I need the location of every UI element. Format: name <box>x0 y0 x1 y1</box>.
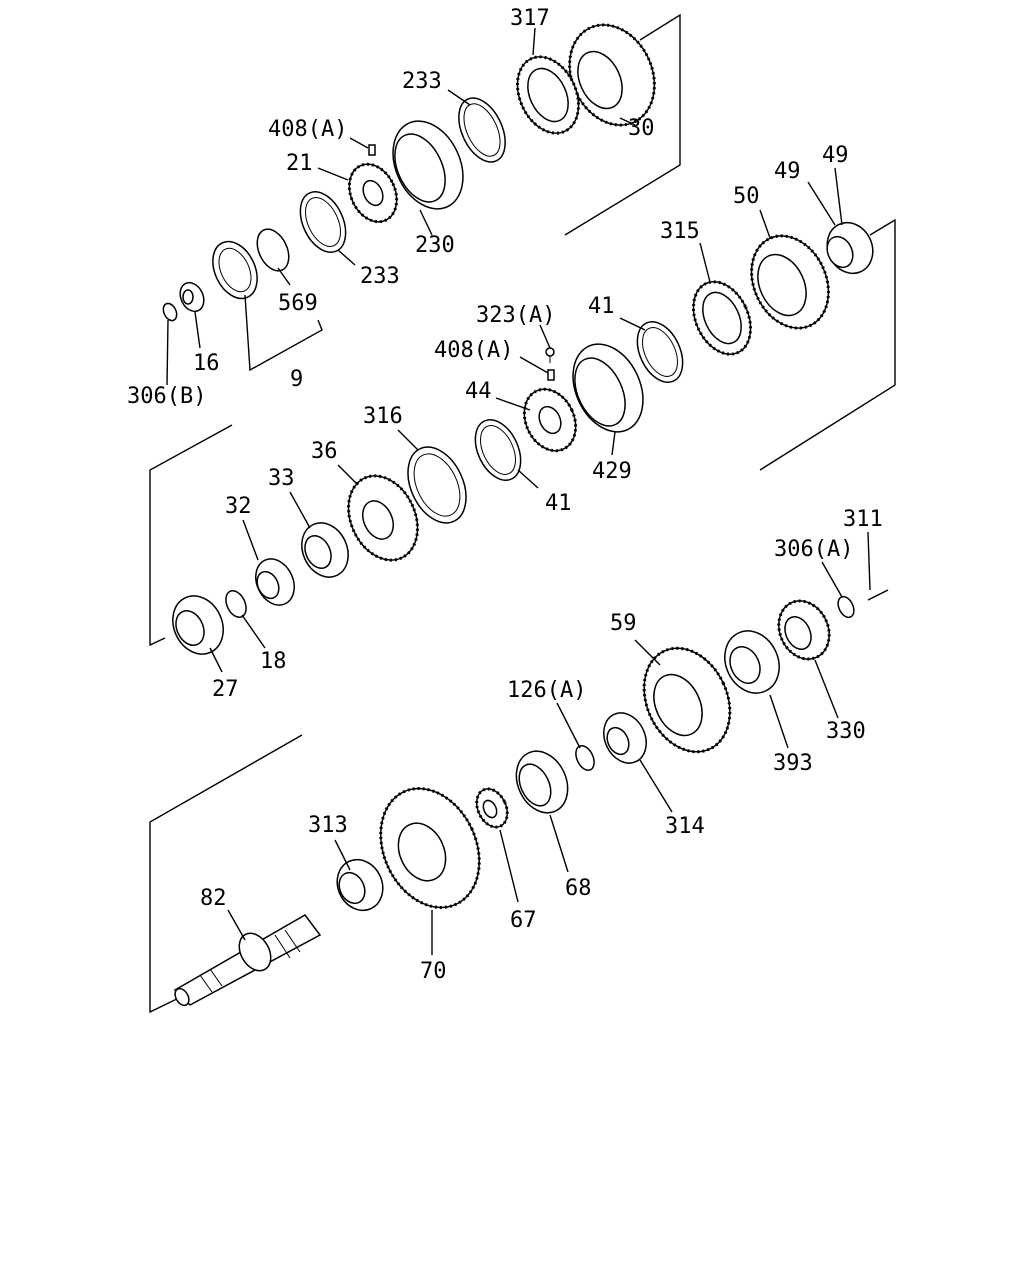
label-408a-upper: 408(A) <box>268 117 347 142</box>
ring-233-lower <box>299 191 347 253</box>
spring-408a-upper <box>368 144 376 156</box>
gear-330 <box>777 599 831 661</box>
label-306a: 306(A) <box>774 537 853 562</box>
label-306b: 306(B) <box>127 384 206 409</box>
gear-70 <box>379 787 481 909</box>
ring-41-lower <box>474 419 522 481</box>
label-408a-lower: 408(A) <box>434 338 513 363</box>
label-27: 27 <box>212 677 239 702</box>
label-323a: 323(A) <box>476 303 555 328</box>
label-393: 393 <box>773 751 813 776</box>
sleeve-429 <box>572 343 644 433</box>
label-126a: 126(A) <box>507 678 586 703</box>
label-311: 311 <box>843 507 883 532</box>
label-316: 316 <box>363 404 403 429</box>
label-429: 429 <box>592 459 632 484</box>
ring-233-upper <box>458 97 506 163</box>
label-315: 315 <box>660 219 700 244</box>
label-317: 317 <box>510 6 550 31</box>
pin-311 <box>867 589 889 601</box>
label-59: 59 <box>610 611 637 636</box>
label-50: 50 <box>733 184 760 209</box>
label-9: 9 <box>290 367 303 392</box>
leader-lines <box>166 27 871 955</box>
label-41-upper: 41 <box>588 294 615 319</box>
gear-50 <box>750 234 830 330</box>
label-30: 30 <box>628 116 655 141</box>
group-brackets <box>149 13 896 1014</box>
mainshaft-82 <box>173 914 322 1007</box>
ring-569 <box>256 228 290 272</box>
label-41-lower: 41 <box>545 491 572 516</box>
ring-9 <box>212 240 258 300</box>
hub-44 <box>522 387 578 453</box>
spring-408a-lower <box>547 369 555 381</box>
ring-41-upper <box>636 321 684 383</box>
label-44: 44 <box>465 379 492 404</box>
label-32: 32 <box>225 494 252 519</box>
synchro-ring-315 <box>691 280 753 356</box>
label-18: 18 <box>260 649 287 674</box>
snap-ring-306b <box>162 302 178 322</box>
ball-323a <box>545 347 555 363</box>
label-233-lower: 233 <box>360 264 400 289</box>
label-68: 68 <box>565 876 592 901</box>
bearing-27 <box>172 595 224 655</box>
label-230: 230 <box>415 233 455 258</box>
label-313: 313 <box>308 813 348 838</box>
label-16: 16 <box>193 351 220 376</box>
snap-ring-126a <box>575 744 595 772</box>
gear-30 <box>568 23 656 127</box>
snap-ring-18 <box>225 590 247 618</box>
label-33: 33 <box>268 466 295 491</box>
sleeve-230 <box>392 120 464 210</box>
bearing-314 <box>603 712 647 764</box>
label-233-upper: 233 <box>402 69 442 94</box>
synchro-ring-317 <box>516 55 580 135</box>
bearing-313 <box>336 858 384 912</box>
nut-16 <box>179 281 205 313</box>
label-330: 330 <box>826 719 866 744</box>
gear-59 <box>642 646 732 754</box>
gear-67 <box>475 787 509 829</box>
snap-ring-306a <box>837 595 855 619</box>
label-49-right: 49 <box>822 143 849 168</box>
bearing-49 <box>826 221 874 275</box>
label-67: 67 <box>510 908 537 933</box>
synchro-ring-316 <box>407 446 467 524</box>
bearing-393 <box>724 630 780 694</box>
label-314: 314 <box>665 814 705 839</box>
bearing-33 <box>301 522 349 578</box>
label-49-left: 49 <box>774 159 801 184</box>
label-70: 70 <box>420 959 447 984</box>
label-21: 21 <box>286 151 313 176</box>
hub-21 <box>347 162 399 224</box>
label-82: 82 <box>200 886 227 911</box>
collar-32 <box>255 558 295 606</box>
label-36: 36 <box>311 439 338 464</box>
label-569: 569 <box>278 291 318 316</box>
gear-36 <box>347 474 419 562</box>
sleeve-68 <box>515 750 569 814</box>
part-labels: 317 233 30 408(A) 21 230 233 569 16 306(… <box>127 6 883 984</box>
